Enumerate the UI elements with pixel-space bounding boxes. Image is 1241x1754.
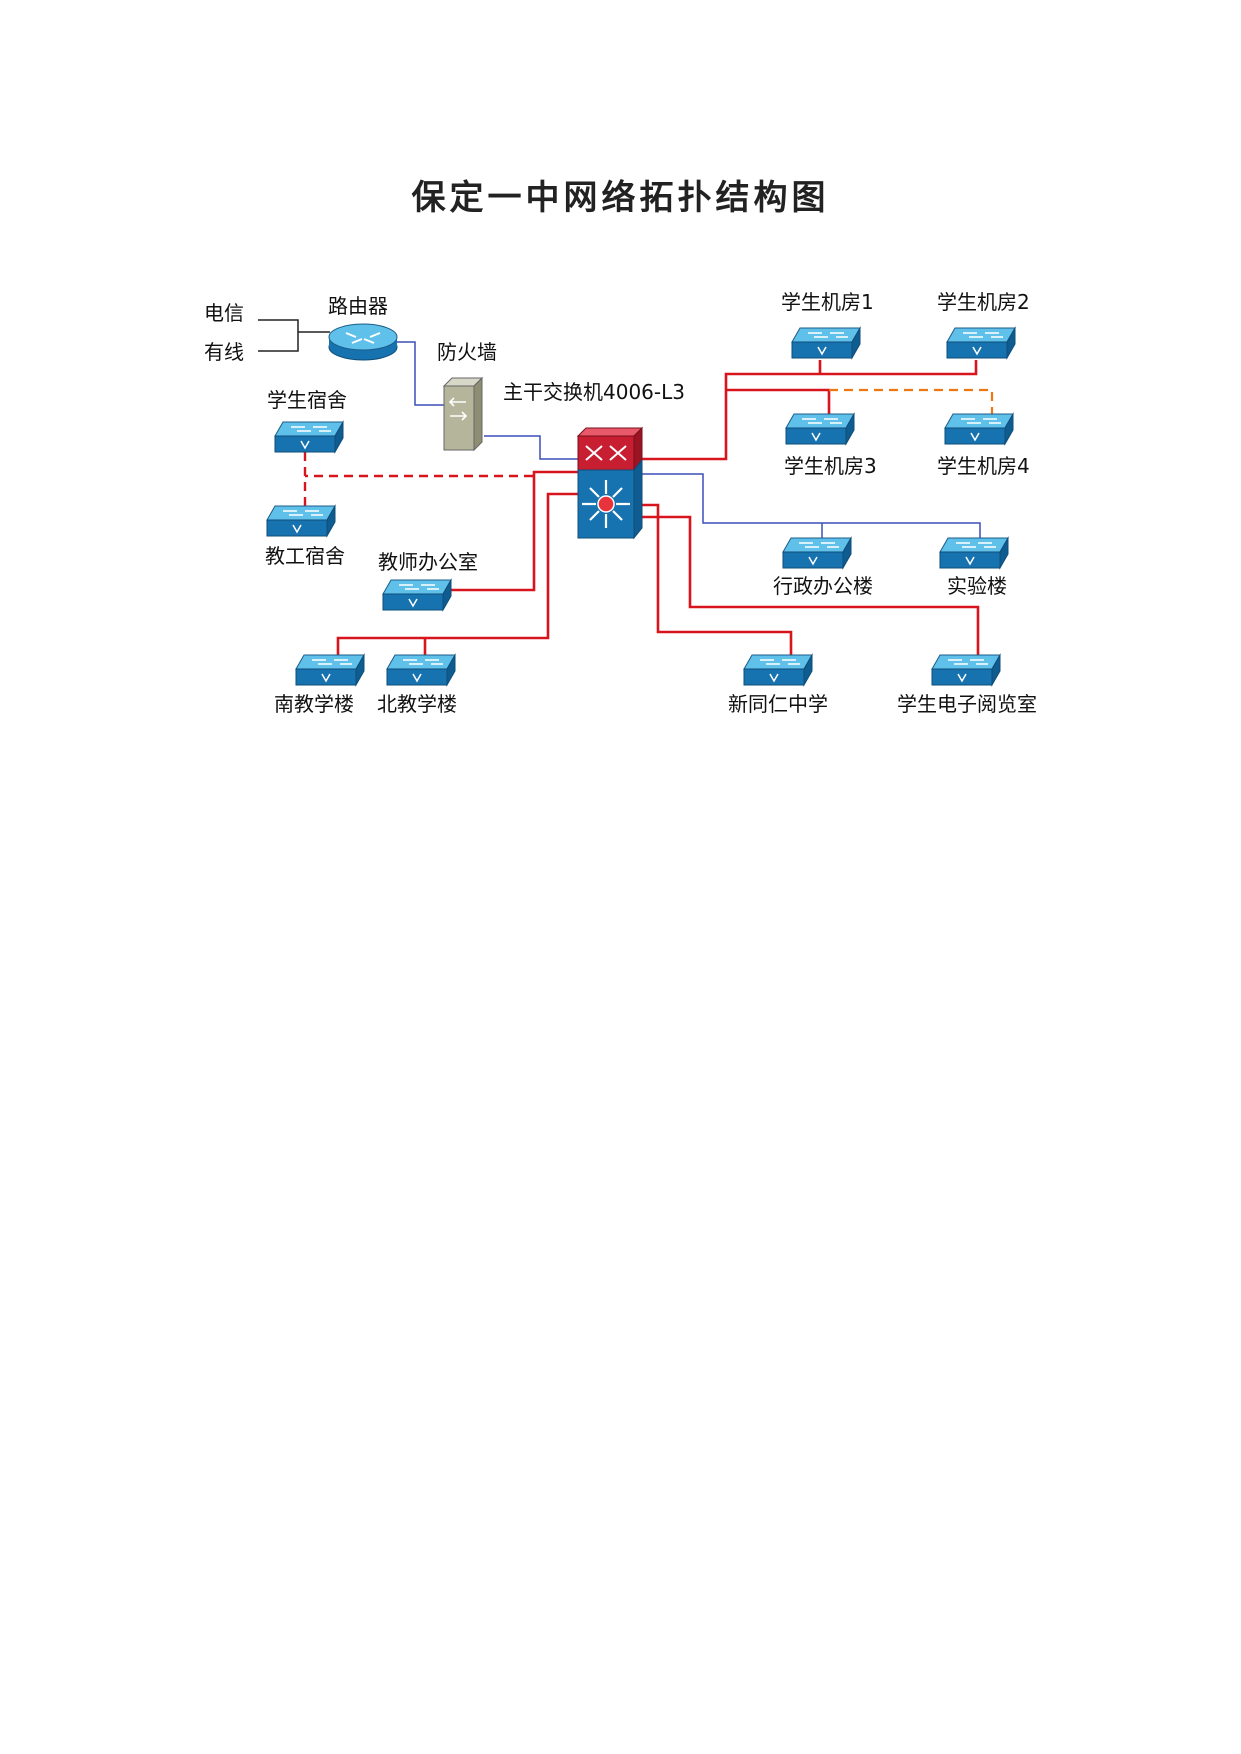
label-staff-dorm: 教工宿舍: [265, 544, 345, 568]
label-lab3: 学生机房3: [784, 454, 877, 478]
switch-teacher-office-icon: [382, 579, 452, 611]
isp-links: [258, 319, 330, 352]
label-admin-building: 行政办公楼: [773, 574, 873, 598]
label-south-building: 南教学楼: [274, 692, 354, 716]
switch-admin-building-icon: [782, 537, 852, 569]
firewall-icon: [442, 376, 484, 452]
label-north-building: 北教学楼: [377, 692, 457, 716]
switch-lab4-icon: [944, 413, 1014, 445]
switch-north-building-icon: [386, 654, 456, 686]
diagram-title: 保定一中网络拓扑结构图: [411, 178, 830, 218]
switch-lab1-icon: [791, 327, 861, 359]
label-telecom: 电信: [204, 301, 244, 325]
switch-staff-dorm-icon: [266, 505, 336, 537]
label-cable: 有线: [204, 340, 244, 364]
label-teacher-office: 教师办公室: [378, 550, 478, 574]
label-experiment-building: 实验楼: [947, 574, 1007, 598]
label-xintongren: 新同仁中学: [728, 692, 828, 716]
dorm-link-dashed: [303, 452, 533, 512]
label-lab1: 学生机房1: [781, 290, 874, 314]
label-core-switch: 主干交换机4006-L3: [503, 380, 685, 404]
lab-link-dashed: [829, 388, 994, 418]
uplink-blue: [385, 341, 981, 540]
switch-lab3-icon: [785, 413, 855, 445]
label-router: 路由器: [328, 294, 388, 318]
switch-xintongren-icon: [743, 654, 813, 686]
label-reading-room: 学生电子阅览室: [897, 692, 1037, 716]
switch-lab2-icon: [946, 327, 1016, 359]
label-lab2: 学生机房2: [937, 290, 1030, 314]
label-lab4: 学生机房4: [937, 454, 1030, 478]
router-icon: [328, 323, 398, 361]
switch-experiment-building-icon: [939, 537, 1009, 569]
label-student-dorm: 学生宿舍: [267, 388, 347, 412]
switch-student-dorm-icon: [274, 421, 344, 453]
links-red: [336, 360, 980, 655]
label-firewall: 防火墙: [437, 340, 497, 364]
switch-reading-room-icon: [931, 654, 1001, 686]
core-switch-icon: [576, 426, 644, 540]
switch-south-building-icon: [295, 654, 365, 686]
